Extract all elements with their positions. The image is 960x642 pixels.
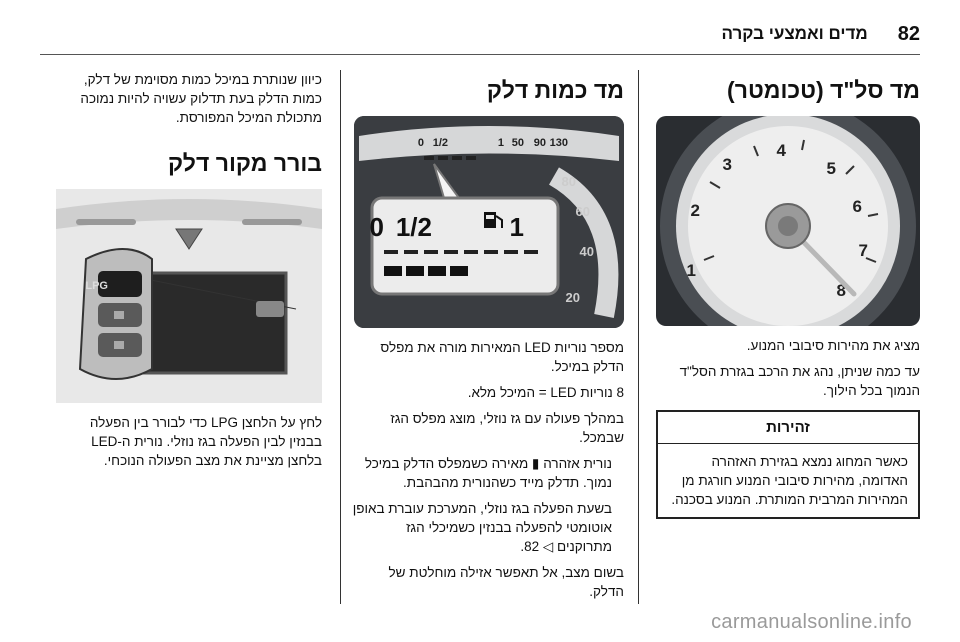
tachometer-gauge-illustration: 1 2 3 4 5 6 7 8 [660, 116, 916, 326]
fuel-gauge-heading: מד כמות דלק [486, 77, 624, 103]
watermark: carmanualsonline.info [711, 611, 912, 633]
tachometer-heading: מד סל"ד (טכומטר) [727, 77, 920, 103]
fuel-p4-rest: מאירה כשמפלס הדלק במיכל נמוך. תדלק מייד … [364, 456, 612, 490]
fuel-p1: מספר נוריות LED המאירות מורה את מפלס הדל… [380, 340, 624, 374]
fuel-selector-desc: לחץ על הלחצן LPG כדי לבורר בין הפעלה בבנ… [89, 415, 322, 468]
fuel-selector-section: כיוון שנותרת במיכל כמות מסוימת של דלק, כ… [56, 70, 322, 477]
fuel-gauge-figure: 0 1/2 1 50 90 130 20 40 60 80 0 [354, 116, 624, 328]
gauge-label-2: 2 [691, 201, 700, 220]
fuel-pump-icon [484, 212, 503, 228]
fuel-selector-figure: LPG [56, 189, 322, 403]
fuel-gauge-section: מד כמות דלק 0 1/2 1 50 90 130 20 40 60 [352, 76, 624, 608]
speed-label-80: 80 [562, 174, 576, 189]
column-divider-right [638, 70, 639, 604]
top-scale-speed-1: 50 [512, 137, 524, 149]
speed-label-40: 40 [580, 244, 594, 259]
lock-icon [114, 311, 124, 349]
fuel-label-empty: 0 [370, 212, 384, 242]
fuel-p2: 8 נוריות LED = המיכל מלא. [467, 385, 624, 400]
column-divider-left [340, 70, 341, 604]
fuel-selector-heading: בורר מקור דלק [167, 150, 322, 176]
top-scale-speed-2: 90 [534, 137, 546, 149]
warning-title: זהירות [658, 412, 918, 444]
top-scale-full: 1 [498, 137, 504, 149]
dashboard-illustration: LPG [56, 189, 322, 403]
gauge-label-3: 3 [723, 155, 732, 174]
gauge-label-8: 8 [837, 281, 846, 300]
tachometer-figure: 1 2 3 4 5 6 7 8 [656, 116, 920, 326]
gauge-label-6: 6 [853, 197, 862, 216]
gauge-label-7: 7 [859, 241, 868, 260]
tachometer-section: מד סל"ד (טכומטר) 1 2 3 4 5 6 7 [656, 76, 920, 519]
speed-label-20: 20 [566, 290, 580, 305]
page-header: 82 מדים ואמצעי בקרה [40, 14, 920, 55]
top-scale-speed-3: 130 [550, 137, 568, 149]
top-scale-empty: 0 [418, 137, 424, 149]
gauge-label-4: 4 [777, 141, 787, 160]
fuel-p4-start: נורית אזהרה [543, 456, 612, 471]
chapter-title: מדים ואמצעי בקרה [721, 24, 868, 43]
lpg-button-label: LPG [85, 280, 108, 292]
gauge-label-5: 5 [827, 159, 836, 178]
fuel-label-half: 1/2 [396, 212, 432, 242]
fuel-gauge-illustration: 0 1/2 1 50 90 130 20 40 60 80 0 [354, 116, 624, 328]
page-number: 82 [897, 22, 920, 45]
gauge-label-1: 1 [687, 261, 696, 280]
speed-label-60: 60 [576, 204, 590, 219]
fuel-capacity-note: כיוון שנותרת במיכל כמות מסוימת של דלק, כ… [80, 72, 322, 125]
lpg-button[interactable] [98, 271, 142, 297]
top-scale-half: 1/2 [433, 137, 448, 149]
warning-box: זהירות כאשר המחוג נמצא בגזירת האזהרה האד… [656, 410, 920, 519]
fuel-p3: במהלך פעולה עם גז נוזלי, מוצג מפלס הגז ש… [390, 411, 624, 445]
fuel-label-full: 1 [510, 212, 524, 242]
fuel-warning-icon: ▮ [532, 456, 540, 471]
fuel-led-row-lit [384, 266, 468, 276]
fuel-p6: בשום מצב, אל תאפשר אזילה מוחלטת של הדלק. [388, 565, 625, 599]
fuel-p5: בשעת הפעלה בגז נוזלי, המערכת עוברת באופן… [352, 501, 612, 554]
warning-body: כאשר המחוג נמצא בגזירת האזהרה האדומה, מה… [671, 454, 908, 507]
fuel-led-row-outline [384, 250, 538, 254]
tachometer-advice: עד כמה שניתן, נהג את הרכב בגזרת הסל"ד הנ… [679, 364, 920, 398]
fuel-p4: נורית אזהרה ▮ מאירה כשמפלס הדלק במיכל נמ… [352, 454, 624, 492]
tachometer-desc: מציג את מהירות סיבובי המנוע. [746, 338, 920, 353]
